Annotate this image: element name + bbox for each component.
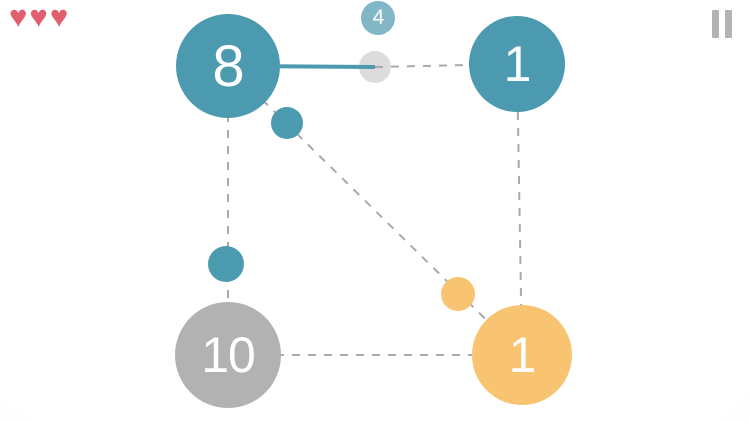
dot-yellow[interactable]: [441, 277, 475, 311]
dot-teal-upper[interactable]: [271, 107, 303, 139]
pause-icon: [712, 10, 719, 38]
heart-icon: ♥: [49, 0, 69, 34]
circle-1-top[interactable]: 1: [469, 16, 565, 112]
pause-button[interactable]: [710, 8, 734, 40]
heart-icon: ♥: [29, 0, 48, 34]
circle-8[interactable]: 8: [176, 14, 280, 118]
circle-10[interactable]: 10: [175, 302, 281, 408]
heart-icon: ♥: [9, 0, 28, 34]
bubble-4[interactable]: 4: [361, 1, 395, 35]
dot-teal-left[interactable]: [208, 246, 244, 282]
lives-indicator: ♥♥♥: [9, 0, 68, 34]
pause-icon: [725, 10, 732, 38]
link-8-to-1bottom: [227, 65, 523, 356]
circle-1-bottom[interactable]: 1: [472, 305, 572, 405]
